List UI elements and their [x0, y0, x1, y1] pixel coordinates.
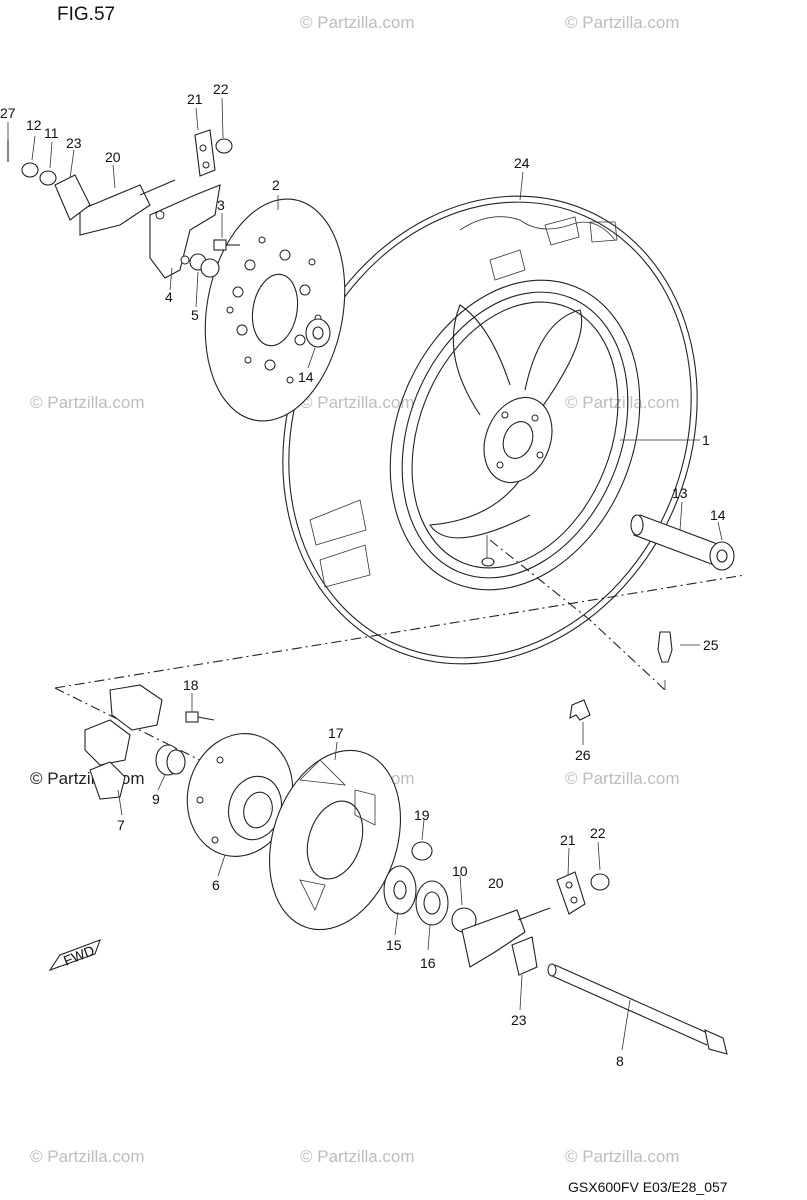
- tire-valve: [657, 631, 700, 663]
- callout-3: 3: [217, 197, 225, 213]
- chain-adjuster-lower: [461, 871, 610, 976]
- disc-bolt: [213, 239, 240, 251]
- hub-dampers: [84, 684, 163, 800]
- spacer-right: [709, 541, 735, 571]
- callout-26: 26: [575, 747, 591, 763]
- callout-25: 25: [703, 637, 719, 653]
- callout-20: 20: [488, 875, 504, 891]
- callouts: 27 12 11 23 20 21 22 2 3 4 5 14 24 1 13 …: [0, 81, 726, 1069]
- bearing: [383, 865, 417, 915]
- callout-5: 5: [191, 307, 199, 323]
- callout-20: 20: [105, 149, 121, 165]
- callout-10: 10: [452, 863, 468, 879]
- sprocket-nut: [411, 841, 433, 861]
- callout-13: 13: [672, 485, 688, 501]
- watermark: © Partzilla.com: [565, 769, 680, 788]
- watermark: © Partzilla.com: [300, 13, 415, 32]
- callout-9: 9: [152, 791, 160, 807]
- callout-18: 18: [183, 677, 199, 693]
- watermark: © Partzilla.com: [565, 393, 680, 412]
- callout-14-upper: 14: [298, 369, 314, 385]
- callout-23: 23: [66, 135, 82, 151]
- spacer-upper: [305, 318, 331, 348]
- callout-7: 7: [117, 817, 125, 833]
- front-direction-arrow: FWD: [48, 939, 101, 972]
- watermark: © Partzilla.com: [300, 393, 415, 412]
- watermarks: © Partzilla.com © Partzilla.com © Partzi…: [30, 13, 680, 1166]
- watermark: © Partzilla.com: [30, 393, 145, 412]
- watermark: © Partzilla.com: [565, 13, 680, 32]
- callout-4: 4: [165, 289, 173, 305]
- callout-6: 6: [212, 877, 220, 893]
- callout-24: 24: [514, 155, 530, 171]
- brake-disc: [204, 198, 346, 422]
- rear-wheel-rim: [389, 279, 641, 591]
- callout-14-right: 14: [710, 507, 726, 523]
- leader-lines: [7, 97, 723, 1051]
- callout-22: 22: [213, 81, 229, 97]
- callout-12: 12: [26, 117, 42, 133]
- callout-21: 21: [560, 832, 576, 848]
- callout-27: 27: [0, 105, 16, 121]
- callout-17: 17: [328, 725, 344, 741]
- figure-title: FIG.57: [57, 4, 115, 25]
- callout-1: 1: [702, 432, 710, 448]
- callout-2: 2: [272, 177, 280, 193]
- hub-stud: [185, 711, 215, 723]
- sprocket-drum: [186, 733, 294, 857]
- front-marker: FWD: [61, 942, 97, 969]
- assembly-guides: [54, 539, 746, 781]
- callout-11: 11: [44, 125, 59, 141]
- callout-8: 8: [616, 1053, 624, 1069]
- callout-23: 23: [511, 1012, 527, 1028]
- bolt-set: [189, 253, 220, 278]
- callout-19: 19: [414, 807, 430, 823]
- watermark: © Partzilla.com: [30, 1147, 145, 1166]
- oil-seal: [415, 880, 449, 926]
- axle-sleeve: [630, 514, 723, 566]
- hub-bearing: [155, 744, 186, 776]
- clip: [569, 699, 591, 721]
- callout-16: 16: [420, 955, 436, 971]
- callout-22: 22: [590, 825, 606, 841]
- model-code: GSX600FV E03/E28_057: [568, 1179, 728, 1195]
- chain-adjuster-upper: [7, 129, 233, 236]
- caliper-bracket: [149, 184, 221, 279]
- callout-15: 15: [386, 937, 402, 953]
- watermark: © Partzilla.com: [300, 1147, 415, 1166]
- rear-axle: [547, 963, 728, 1055]
- watermark: © Partzilla.com: [565, 1147, 680, 1166]
- callout-21: 21: [187, 91, 203, 107]
- rear-sprocket: [268, 749, 402, 931]
- watermark: © Partzilla.com: [30, 769, 145, 788]
